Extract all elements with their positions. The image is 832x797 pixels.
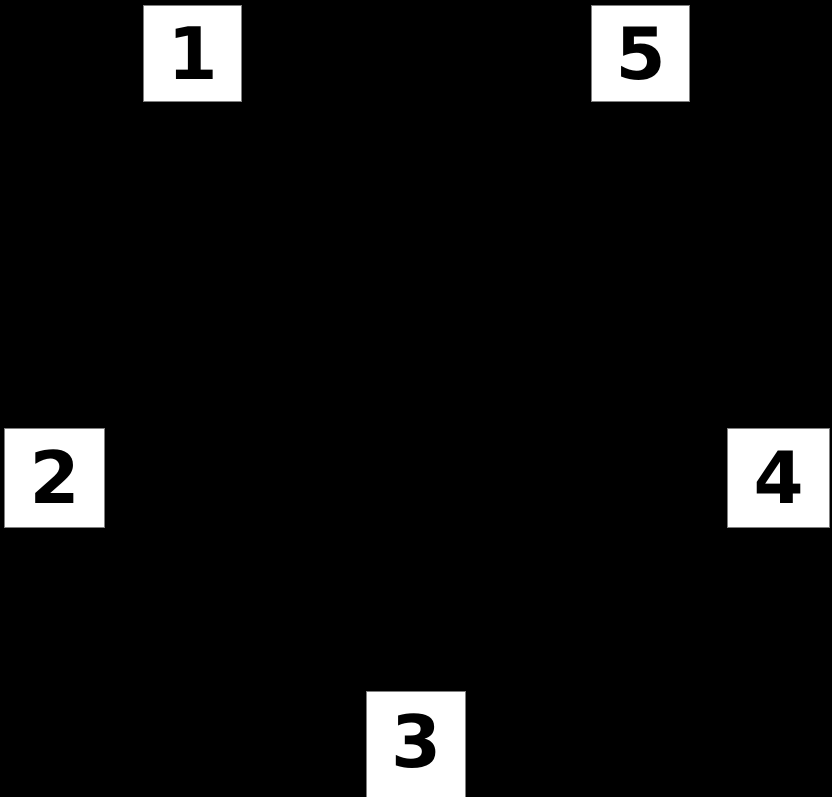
- graph-node-5[interactable]: 5: [591, 5, 690, 102]
- node-label: 3: [390, 699, 442, 784]
- graph-node-1[interactable]: 1: [143, 5, 242, 102]
- graph-node-4[interactable]: 4: [727, 428, 830, 528]
- edge-1-2: [68, 101, 180, 429]
- graph-node-3[interactable]: 3: [366, 691, 466, 797]
- node-label: 1: [167, 11, 218, 96]
- edge-4-3: [456, 526, 743, 693]
- edge-2-3: [89, 526, 376, 693]
- edge-group: [68, 51, 764, 693]
- node-label: 4: [753, 436, 804, 520]
- edge-5-4: [653, 101, 764, 429]
- graph-node-2[interactable]: 2: [4, 428, 105, 528]
- node-label: 2: [29, 436, 80, 520]
- node-label: 5: [615, 11, 666, 96]
